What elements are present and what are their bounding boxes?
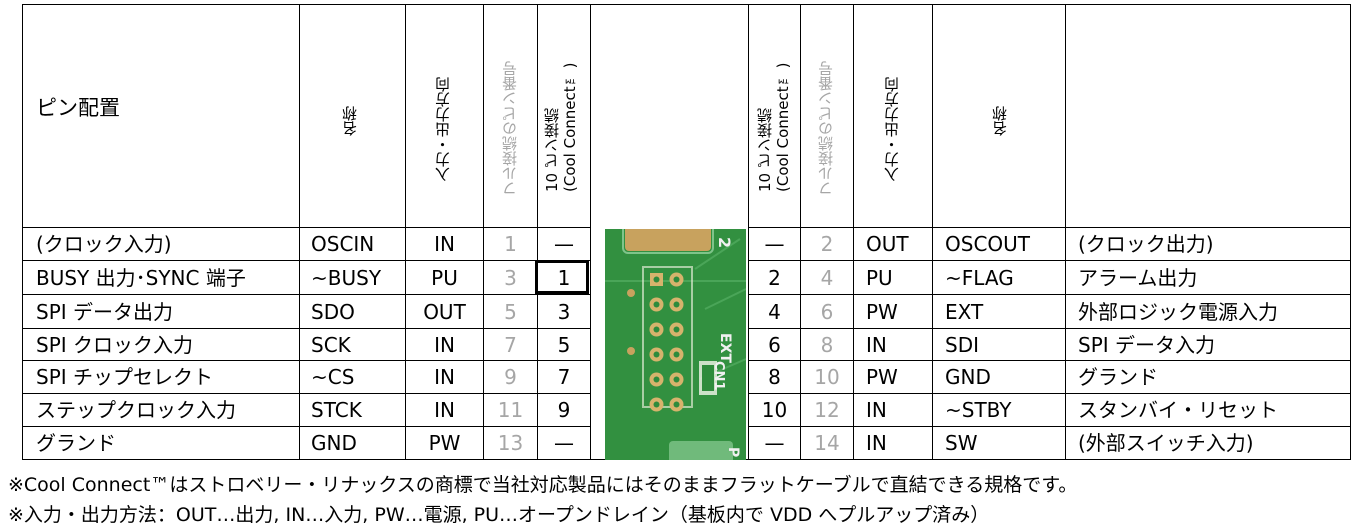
right-cc: — xyxy=(764,431,785,455)
left-cc: 9 xyxy=(557,398,571,422)
footnote-cool-connect: ※Cool Connect™はストロベリー・リナックスの商標で当社対応製品にはそ… xyxy=(8,474,1078,496)
left-name: SCK xyxy=(311,333,351,357)
header-direction-left: 入力・出力方向 xyxy=(434,77,452,182)
header-name-left: 名称 xyxy=(341,106,359,136)
header-direction-right: 入力・出力方向 xyxy=(883,77,901,182)
left-full: 1 xyxy=(504,232,517,256)
right-dir: PU xyxy=(866,266,893,290)
left-dir: IN xyxy=(434,333,455,357)
left-cc: 5 xyxy=(557,333,571,357)
right-full: 6 xyxy=(820,300,834,324)
right-full: 4 xyxy=(820,266,834,290)
header-cc-pin-right-2: (Cool Connect™) xyxy=(774,62,792,193)
right-cc: — xyxy=(764,232,785,256)
left-desc: SPI データ出力 xyxy=(36,300,174,324)
header-cc-pin-left-1: 10 ピン接続 xyxy=(543,108,561,192)
right-name: EXT xyxy=(945,300,984,324)
right-desc: (外部スイッチ入力) xyxy=(1078,431,1254,455)
right-full: 12 xyxy=(814,398,840,422)
left-full: 9 xyxy=(504,365,517,389)
left-cc: 7 xyxy=(557,365,571,389)
footnote-io-legend: ※入力・出力方法：OUT…出力, IN…入力, PW…電源, PU…オープンドレ… xyxy=(8,504,990,526)
header-cc-pin-right-1: 10 ピン接続 xyxy=(756,108,774,192)
right-dir: IN xyxy=(866,431,887,455)
right-full: 2 xyxy=(820,232,834,256)
left-full: 3 xyxy=(504,266,517,290)
pcb-cn1-label: CN1 xyxy=(711,361,726,390)
left-name: ~BUSY xyxy=(311,266,382,290)
left-dir: OUT xyxy=(423,300,466,324)
header-full-pin-right: フル接続のピン番号 xyxy=(817,61,835,196)
right-desc: アラーム出力 xyxy=(1078,266,1198,290)
pcb-ext-label: EXT xyxy=(717,333,733,363)
right-cc: 4 xyxy=(768,300,781,324)
left-full: 5 xyxy=(504,300,517,324)
right-cc: 10 xyxy=(761,398,788,422)
left-dir: PW xyxy=(428,431,461,455)
left-full: 13 xyxy=(497,431,524,455)
right-full: 10 xyxy=(814,365,840,389)
left-dir: PU xyxy=(431,266,458,290)
right-name: OSCOUT xyxy=(945,232,1030,256)
left-desc: SPI クロック入力 xyxy=(36,333,194,357)
right-name: SDI xyxy=(945,333,979,357)
right-dir: PW xyxy=(866,300,898,324)
left-name: GND xyxy=(311,431,357,455)
left-dir: IN xyxy=(434,232,455,256)
pcb-p-label: P xyxy=(725,447,741,457)
left-cc: — xyxy=(554,232,574,256)
right-full: 8 xyxy=(820,333,834,357)
left-cc: — xyxy=(554,431,574,455)
left-cc: 3 xyxy=(557,300,571,324)
right-name: SW xyxy=(945,431,978,455)
left-desc: (クロック入力) xyxy=(36,232,172,256)
left-cc: 1 xyxy=(557,266,571,290)
header-pin-layout: ピン配置 xyxy=(36,96,120,120)
right-cc: 6 xyxy=(768,333,781,357)
pcb-2-label: 2 xyxy=(715,237,734,248)
right-desc: (クロック出力) xyxy=(1078,232,1214,256)
left-dir: IN xyxy=(434,365,455,389)
left-name: ~CS xyxy=(311,365,355,389)
right-cc: 2 xyxy=(768,266,781,290)
pin1-highlight-box xyxy=(535,260,589,294)
right-dir: IN xyxy=(866,333,887,357)
left-desc: ステップクロック入力 xyxy=(36,398,236,422)
right-desc: SPI データ入力 xyxy=(1078,333,1216,357)
header-full-pin-left: フル接続のピン番号 xyxy=(501,61,519,196)
header-cc-pin-left-2: (Cool Connect™) xyxy=(561,62,579,193)
left-full: 11 xyxy=(497,398,524,422)
left-name: STCK xyxy=(311,398,362,422)
right-name: GND xyxy=(945,365,991,389)
left-dir: IN xyxy=(434,398,455,422)
right-name: ~STBY xyxy=(945,398,1012,422)
left-name: SDO xyxy=(311,300,355,324)
right-dir: PW xyxy=(866,365,898,389)
right-cc: 8 xyxy=(768,365,781,389)
pin-table: ピン配置 名称 入力・出力方向 フル接続のピン番号 10 ピン接続 (Cool … xyxy=(22,4,1351,460)
left-desc: BUSY 出力･SYNC 端子 xyxy=(36,266,246,290)
right-desc: スタンバイ・リセット xyxy=(1078,398,1278,422)
left-desc: SPI チップセレクト xyxy=(36,365,214,389)
left-full: 7 xyxy=(504,333,517,357)
pcb-connector-image: EXT CN1 2 P xyxy=(605,229,746,460)
header-name-right: 名称 xyxy=(991,106,1009,136)
right-desc: グランド xyxy=(1078,365,1158,389)
right-full: 14 xyxy=(814,431,840,455)
right-desc: 外部ロジック電源入力 xyxy=(1078,300,1278,324)
right-dir: IN xyxy=(866,398,887,422)
left-desc: グランド xyxy=(36,431,116,455)
right-name: ~FLAG xyxy=(945,266,1014,290)
right-dir: OUT xyxy=(866,232,909,256)
left-name: OSCIN xyxy=(311,232,375,256)
